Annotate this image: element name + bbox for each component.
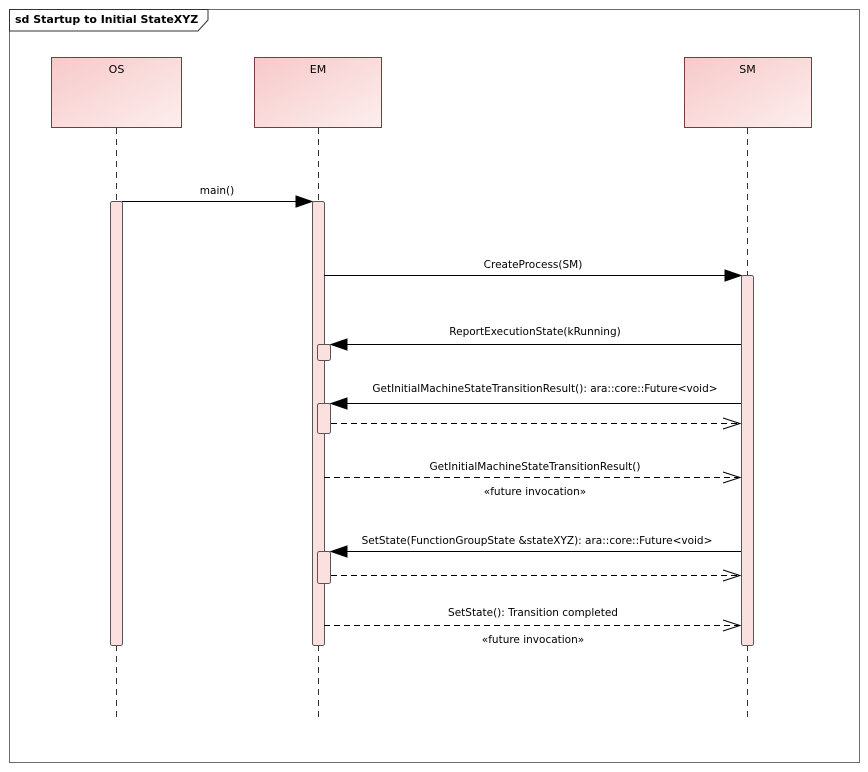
message-label-get-initial-future: GetInitialMachineStateTransitionResult() bbox=[430, 461, 641, 473]
message-stereotype-get-initial-future: «future invocation» bbox=[484, 486, 586, 498]
message-stereotype-set-state-future: «future invocation» bbox=[482, 634, 584, 646]
arrowhead-set-state-future bbox=[722, 619, 742, 632]
frame-title: sd Startup to Initial StateXYZ bbox=[15, 13, 198, 26]
lifeline-box-sm[interactable] bbox=[684, 57, 812, 128]
activation-os bbox=[110, 201, 123, 646]
arrowhead-get-initial-call bbox=[329, 397, 348, 410]
activation-em-report bbox=[317, 344, 331, 361]
frame-title-tab bbox=[9, 9, 209, 32]
message-label-get-initial-call: GetInitialMachineStateTransitionResult()… bbox=[372, 383, 717, 395]
message-label-set-state-call: SetState(FunctionGroupState &stateXYZ): … bbox=[362, 535, 713, 547]
activation-em-set-state bbox=[317, 551, 331, 584]
lifeline-box-em[interactable] bbox=[254, 57, 382, 128]
arrowhead-get-initial-future bbox=[722, 471, 742, 484]
arrowhead-get-initial-return bbox=[722, 417, 742, 430]
message-label-main: main() bbox=[200, 185, 234, 197]
message-label-create-process: CreateProcess(SM) bbox=[484, 259, 583, 271]
arrowhead-main bbox=[295, 195, 314, 208]
arrowhead-set-state-call bbox=[329, 545, 348, 558]
message-label-report-execution-state: ReportExecutionState(kRunning) bbox=[449, 326, 620, 338]
message-label-set-state-future: SetState(): Transition completed bbox=[448, 607, 618, 619]
diagram-frame bbox=[9, 9, 860, 763]
lifeline-name-em: EM bbox=[310, 63, 326, 76]
lifeline-name-sm: SM bbox=[739, 63, 755, 76]
lifeline-name-os: OS bbox=[109, 63, 125, 76]
lifeline-box-os[interactable] bbox=[51, 57, 182, 128]
activation-sm bbox=[741, 275, 754, 646]
arrowhead-create-process bbox=[724, 269, 743, 282]
arrowhead-set-state-return bbox=[722, 569, 742, 582]
activation-em-get-initial bbox=[317, 403, 331, 434]
arrowhead-report-execution-state bbox=[329, 338, 348, 351]
